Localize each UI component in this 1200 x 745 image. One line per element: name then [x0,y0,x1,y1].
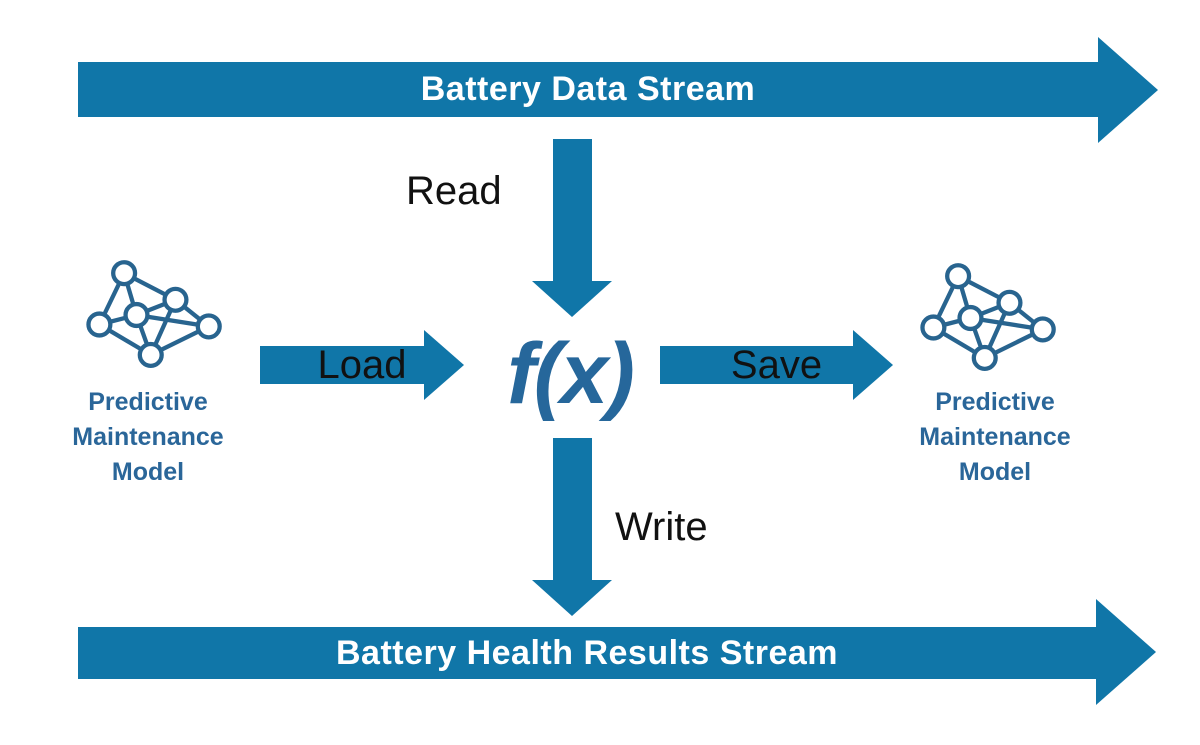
model-label-line: Predictive [935,388,1055,416]
model-label-line: Maintenance [919,423,1071,451]
predictive-model-left-label: Predictive Maintenance Model [43,385,253,490]
write-arrowhead [532,580,612,616]
write-label: Write [615,505,708,549]
read-arrow [553,139,592,281]
model-label-line: Model [958,458,1032,486]
load-label: Load [317,343,407,387]
model-label-line: Maintenance [72,423,224,451]
model-label-line: Predictive [88,388,208,416]
save-arrowhead [853,330,893,400]
save-label: Save [730,343,823,387]
battery-data-stream-arrowhead [1098,37,1158,143]
battery-data-stream-label: Battery Data Stream [420,70,756,108]
write-arrow [553,438,592,580]
read-label: Read [406,169,502,213]
predictive-model-right-label: Predictive Maintenance Model [890,385,1100,490]
neural-network-icon [86,260,222,369]
battery-health-results-stream-label: Battery Health Results Stream [335,633,838,672]
save-arrow [660,346,853,384]
neural-network-icon [920,263,1056,372]
load-arrow [260,346,424,384]
battery-health-results-stream-arrow: Battery Health Results Stream [78,627,1096,679]
load-arrowhead [424,330,464,400]
read-arrowhead [532,281,612,317]
battery-data-stream-arrow: Battery Data Stream [78,62,1098,117]
function-fx-text: f(x) [507,326,635,422]
model-label-line: Model [111,458,185,486]
battery-health-results-stream-arrowhead [1096,599,1156,705]
